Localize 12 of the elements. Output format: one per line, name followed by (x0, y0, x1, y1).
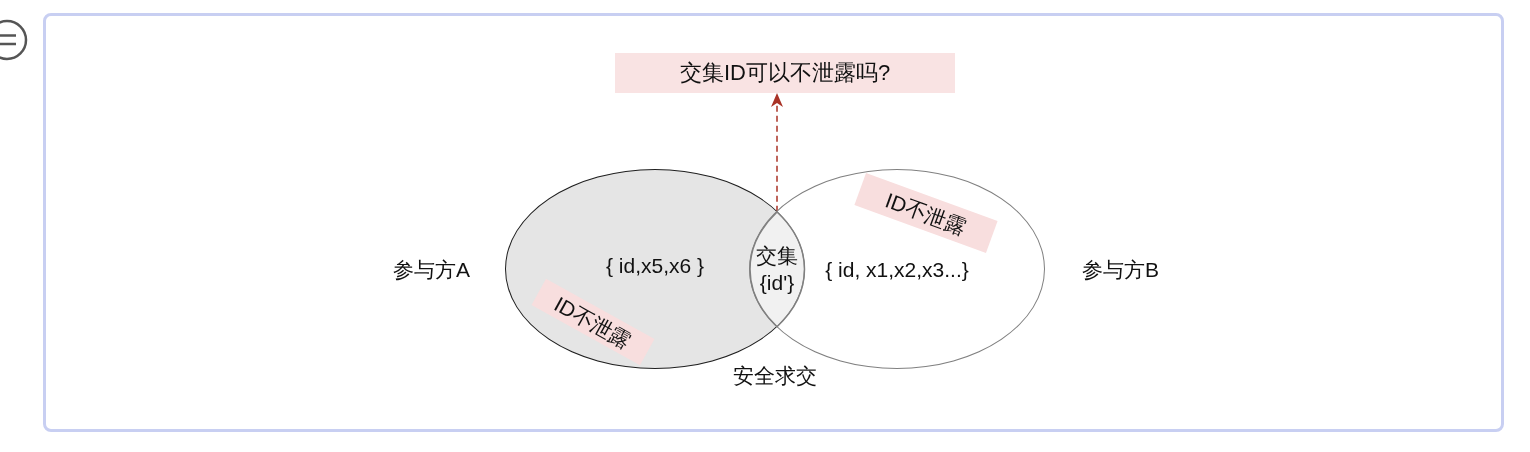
intersection-lens (749, 211, 805, 327)
data-set-text: { id, x1,x2,x3...} (825, 258, 969, 279)
annotation-text: ID不泄露 (882, 188, 969, 238)
callout-text: 交集ID可以不泄露吗? (679, 62, 891, 84)
callout-box (615, 53, 955, 93)
intersection-set-text: {id'} (759, 270, 795, 296)
operation-label: 安全求交 (733, 363, 817, 387)
party-name: 参与方A (393, 258, 470, 280)
data-set-text: { id,x5,x6 } (605, 254, 705, 275)
annotation-text: ID不泄露 (551, 291, 635, 352)
intersection-label: 交集 (756, 243, 798, 269)
party-name: 参与方B (1082, 258, 1159, 280)
